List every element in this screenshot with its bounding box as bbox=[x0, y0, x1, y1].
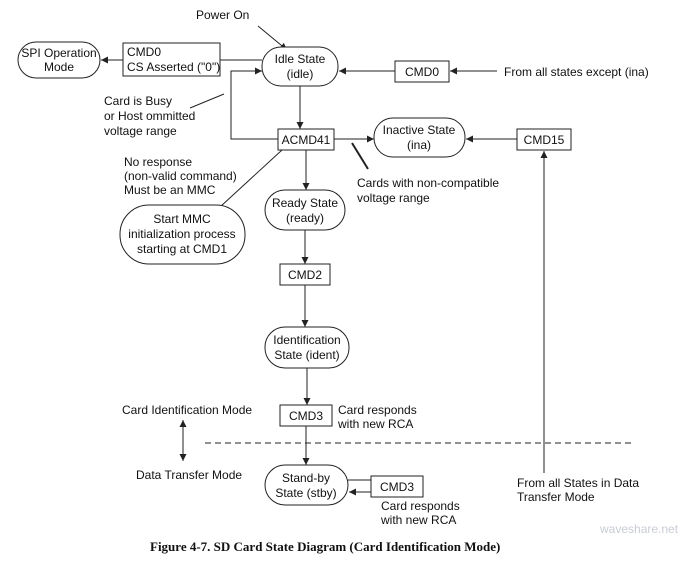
start-mmc-label-line1: Start MMC bbox=[153, 212, 211, 226]
card-busy-pointer bbox=[189, 93, 225, 109]
cmd3-bottom-label: CMD3 bbox=[380, 480, 414, 494]
figure-caption: Figure 4-7. SD Card State Diagram (Card … bbox=[150, 539, 500, 554]
cmd3-bottom-box bbox=[370, 475, 424, 498]
cmd0-cs-label-line2: CS Asserted ("0") bbox=[127, 60, 220, 74]
card-responds-top-line1: Card responds bbox=[338, 403, 417, 417]
non-compatible-pointer bbox=[351, 142, 369, 170]
start-mmc-label-line3: starting at CMD1 bbox=[137, 242, 227, 256]
spi-mode-label-line2: Mode bbox=[44, 60, 74, 74]
power-on-arrow bbox=[257, 25, 288, 51]
card-responds-bottom-line1: Card responds bbox=[381, 499, 460, 513]
from-all-data-label-line2: Transfer Mode bbox=[517, 490, 595, 504]
idle-state-label-line2: (idle) bbox=[287, 67, 314, 81]
no-response-label-line1: No response bbox=[124, 155, 192, 169]
start-mmc-node bbox=[119, 204, 246, 265]
inactive-state-label-line1: Inactive State bbox=[383, 123, 456, 137]
watermark: waveshare.net bbox=[599, 522, 679, 536]
ident-state-label-line1: Identification bbox=[273, 333, 340, 347]
non-compatible-label-line2: voltage range bbox=[357, 191, 430, 205]
ident-state-label-line2: State (ident) bbox=[274, 348, 339, 362]
acmd41-to-mmc-line bbox=[219, 149, 283, 208]
busy-loop-arrow bbox=[230, 67, 278, 140]
card-responds-top-line2: with new RCA bbox=[337, 417, 413, 431]
no-response-label-line3: Must be an MMC bbox=[124, 183, 216, 197]
cmd0-label: CMD0 bbox=[405, 65, 439, 79]
cmd0-cs-label-line1: CMD0 bbox=[127, 45, 161, 59]
standby-state-label-line2: State (stby) bbox=[275, 486, 336, 500]
ready-state-label-line2: (ready) bbox=[286, 211, 324, 225]
inactive-state-label-line2: (ina) bbox=[407, 138, 431, 152]
non-compatible-label-line1: Cards with non-compatible bbox=[357, 176, 499, 190]
standby-state-label-line1: Stand-by bbox=[282, 471, 330, 485]
cmd15-label: CMD15 bbox=[524, 133, 565, 147]
spi-operation-mode-node bbox=[17, 41, 101, 79]
cmd3-top-label: CMD3 bbox=[289, 409, 323, 423]
inactive-state-node bbox=[373, 117, 466, 158]
idle-state-label-line1: Idle State bbox=[275, 52, 326, 66]
from-all-states-except-label: From all states except (ina) bbox=[504, 65, 649, 79]
standby-state-node bbox=[264, 464, 349, 506]
cmd0-cs-asserted-box bbox=[122, 42, 221, 77]
power-on-label: Power On bbox=[196, 8, 249, 22]
spi-mode-label-line1: SPI Operation bbox=[21, 46, 96, 60]
acmd41-label: ACMD41 bbox=[282, 133, 331, 147]
from-all-data-label-line1: From all States in Data bbox=[517, 476, 639, 490]
card-identification-mode-label: Card Identification Mode bbox=[122, 403, 252, 417]
ready-state-label-line1: Ready State bbox=[272, 196, 338, 210]
cmd2-label: CMD2 bbox=[288, 268, 322, 282]
card-busy-label-line2: or Host ommitted bbox=[104, 109, 195, 123]
data-transfer-mode-label: Data Transfer Mode bbox=[136, 468, 242, 482]
no-response-label-line2: (non-valid command) bbox=[124, 169, 237, 183]
card-responds-bottom-line2: with new RCA bbox=[380, 513, 456, 527]
card-busy-label-line3: voltage range bbox=[104, 124, 177, 138]
card-busy-label-line1: Card is Busy bbox=[104, 94, 172, 108]
start-mmc-label-line2: initialization process bbox=[128, 227, 235, 241]
